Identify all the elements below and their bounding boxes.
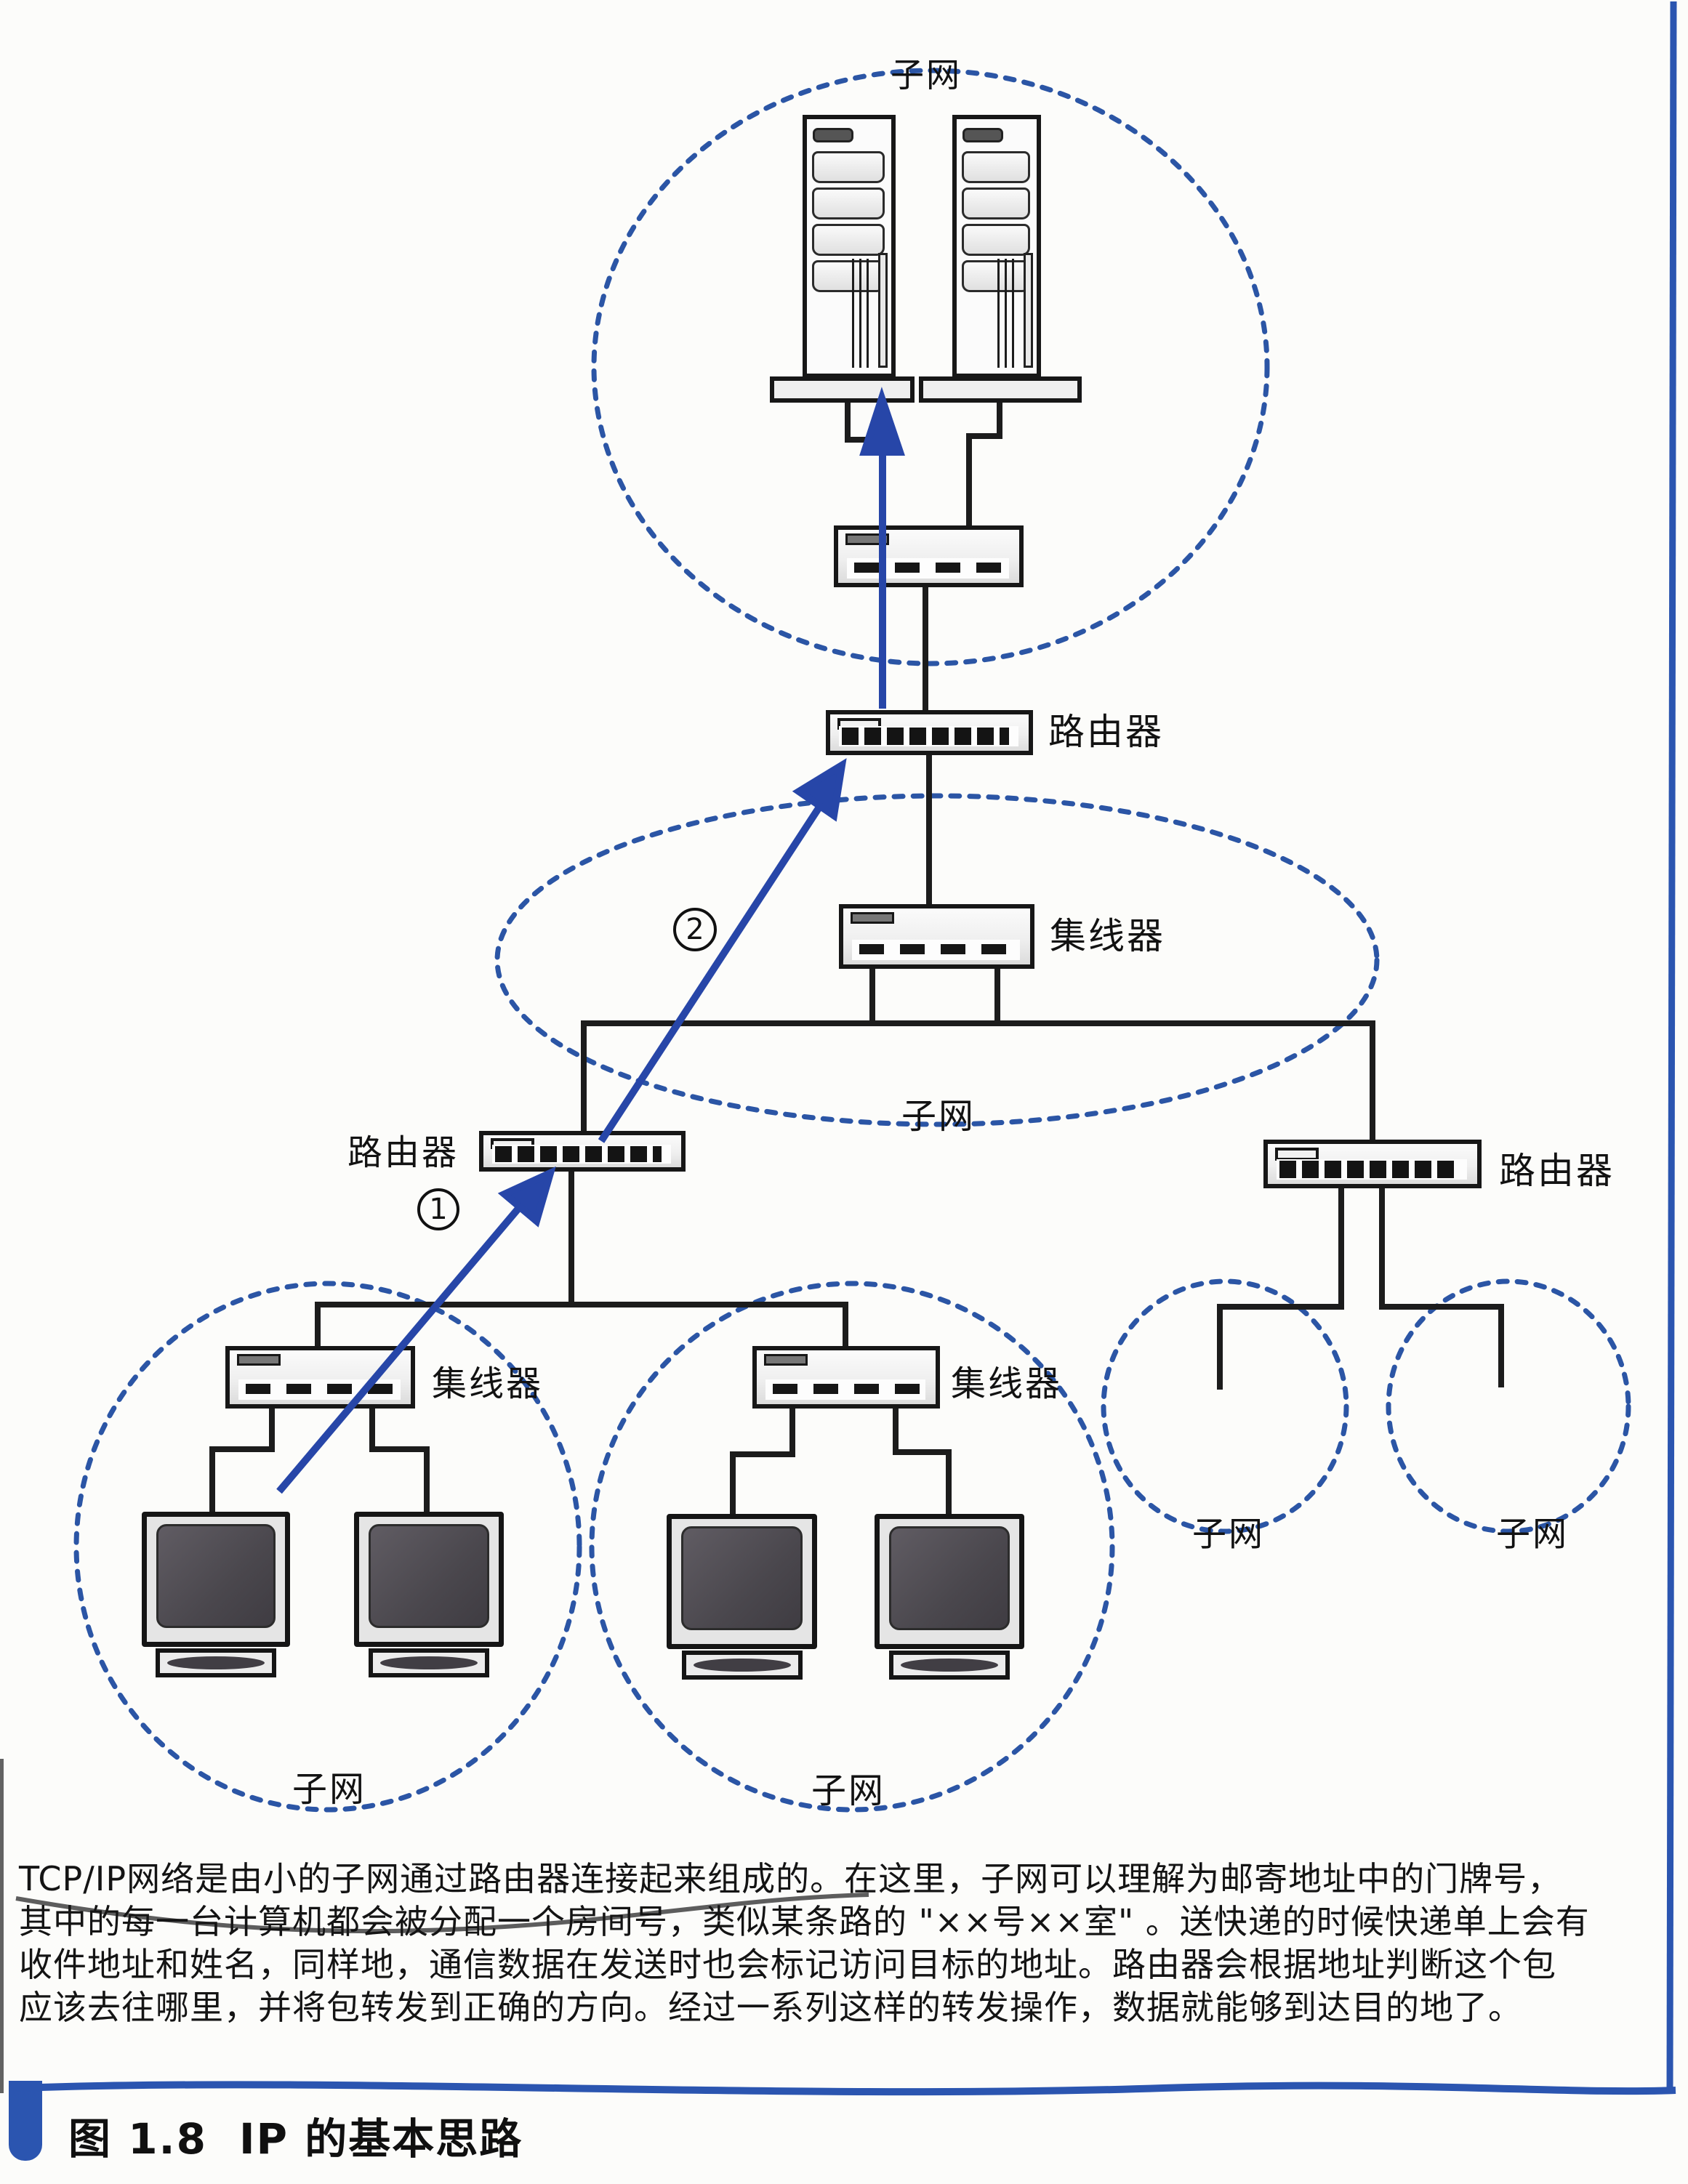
computer-monitor-3	[667, 1514, 817, 1680]
cable-hub-monitor-4	[893, 1409, 952, 1514]
server-side-slot	[878, 253, 888, 368]
computer-monitor-4	[875, 1514, 1024, 1680]
subnet-ellipse-bottom-middle	[589, 1281, 1115, 1813]
drive-bay	[962, 224, 1030, 256]
server-vent-stripes	[997, 259, 1019, 368]
cable-hub-monitor-2	[369, 1409, 430, 1512]
step-2-marker: 2	[673, 908, 717, 951]
server-base	[770, 376, 915, 403]
label-hub-bottom-left: 集线器	[432, 1363, 544, 1404]
server-vent-slot	[813, 128, 853, 142]
label-router-right: 路由器	[1499, 1150, 1615, 1192]
computer-monitor-1	[142, 1512, 290, 1677]
paragraph-line-1: TCP/IP网络是由小的子网通过路由器连接起来组成的。在这里，子网可以理解为邮寄…	[19, 1859, 1562, 1898]
figure-number: 图 1.8	[68, 2114, 207, 2164]
paragraph-line-4: 应该去往哪里，并将包转发到正确的方向。经过一系列这样的转发操作，数据就能够到达目…	[19, 1988, 1522, 2027]
hub-bottom-left-subnet	[225, 1346, 415, 1409]
hub-status-slot	[764, 1354, 808, 1366]
hub-ports	[238, 1379, 401, 1400]
route-arrow-2-head	[792, 758, 847, 822]
monitor-screen	[681, 1526, 803, 1630]
label-router-left: 路由器	[347, 1132, 459, 1173]
hub-top-subnet	[834, 525, 1024, 587]
hub-status-slot	[237, 1354, 281, 1366]
router-right	[1263, 1140, 1482, 1188]
route-arrow-2-shaft	[598, 804, 824, 1143]
figure-caption: 图 1.8 IP 的基本思路	[68, 2105, 523, 2166]
hub-ports	[847, 558, 1009, 579]
hub-ports	[852, 940, 1020, 960]
label-subnet-bottom-middle: 子网	[811, 1770, 886, 1811]
cable-rightrouter-subnet-right	[1379, 1188, 1504, 1387]
drive-bay	[962, 188, 1030, 219]
monitor-stand	[889, 1651, 1010, 1680]
drive-bay	[812, 151, 885, 183]
subnet-ellipse-top	[591, 68, 1270, 666]
label-subnet-small-left: 子网	[1192, 1515, 1265, 1555]
label-subnet-top: 子网	[891, 55, 962, 94]
hub-middle-subnet	[839, 904, 1034, 969]
route-arrow-1-shaft	[276, 1197, 528, 1494]
hub-ports	[765, 1379, 925, 1400]
server-base	[919, 376, 1082, 403]
hub-bottom-middle-subnet	[752, 1346, 940, 1409]
subnet-ellipse-middle	[494, 793, 1380, 1127]
step-2-number: 2	[686, 913, 704, 946]
label-hub-middle: 集线器	[1050, 915, 1165, 957]
label-subnet-small-right: 子网	[1496, 1515, 1569, 1555]
hub-status-slot	[845, 533, 889, 545]
router-ports	[839, 726, 1018, 746]
server-tower-body	[803, 115, 896, 378]
body-paragraph: TCP/IP网络是由小的子网通过路由器连接起来组成的。在这里，子网可以理解为邮寄…	[19, 1858, 1676, 2029]
paragraph-line-2: 其中的每一台计算机都会被分配一个房间号，类似某条路的 "××号××室" 。送快递…	[19, 1902, 1590, 1941]
step-1-number: 1	[429, 1193, 448, 1226]
cable-server-b-hub	[966, 402, 1002, 525]
caption-accent-bar	[9, 2081, 42, 2161]
figure-title: IP 的基本思路	[238, 2114, 523, 2164]
monitor-screen	[156, 1524, 276, 1628]
monitor-screen	[369, 1524, 489, 1628]
caption-rule-line	[40, 2081, 1676, 2096]
server-vent-slot	[962, 128, 1003, 142]
route-arrow-1-head	[497, 1166, 556, 1228]
server-side-slot	[1024, 253, 1033, 368]
page-scan-edge	[0, 1759, 4, 2093]
drive-bay	[812, 224, 885, 256]
drive-bay	[962, 151, 1030, 183]
subnet-ellipse-bottom-left	[73, 1281, 582, 1813]
cable-backbone-trunk	[581, 1020, 1375, 1140]
drive-bay	[812, 188, 885, 219]
cable-rightrouter-subnet-left	[1217, 1188, 1344, 1390]
server-tower-right	[919, 115, 1082, 403]
label-router-top: 路由器	[1048, 711, 1164, 753]
cable-left-distribution	[315, 1302, 848, 1346]
monitor-stand	[681, 1651, 803, 1680]
paragraph-line-3: 收件地址和姓名，同样地，通信数据在发送时也会标记访问目标的地址。路由器会根据地址…	[19, 1945, 1556, 1984]
monitor-screen	[889, 1526, 1010, 1630]
hand-underline	[15, 1893, 869, 1934]
label-subnet-middle: 子网	[901, 1096, 976, 1137]
cable-hub-monitor-3	[730, 1409, 795, 1514]
subnet-ellipse-small-right	[1386, 1278, 1631, 1534]
server-tower-left	[770, 115, 915, 403]
route-arrow-3-head	[859, 387, 905, 456]
subnet-ellipse-small-left	[1101, 1278, 1349, 1534]
server-vent-stripes	[852, 259, 874, 368]
page-edge-line	[1666, 1, 1677, 2092]
step-1-marker: 1	[417, 1188, 459, 1230]
monitor-stand	[369, 1648, 489, 1677]
label-subnet-bottom-left: 子网	[292, 1769, 367, 1810]
monitor-stand	[156, 1648, 276, 1677]
router-ports	[492, 1145, 671, 1164]
router-ports	[1277, 1159, 1467, 1180]
computer-monitor-2	[354, 1512, 504, 1677]
cable-hub-monitor-1	[209, 1409, 275, 1512]
hub-status-slot	[851, 912, 894, 924]
server-tower-body	[952, 115, 1041, 378]
router-top	[826, 710, 1033, 755]
label-hub-bottom-middle: 集线器	[951, 1363, 1063, 1404]
router-left	[479, 1131, 686, 1172]
